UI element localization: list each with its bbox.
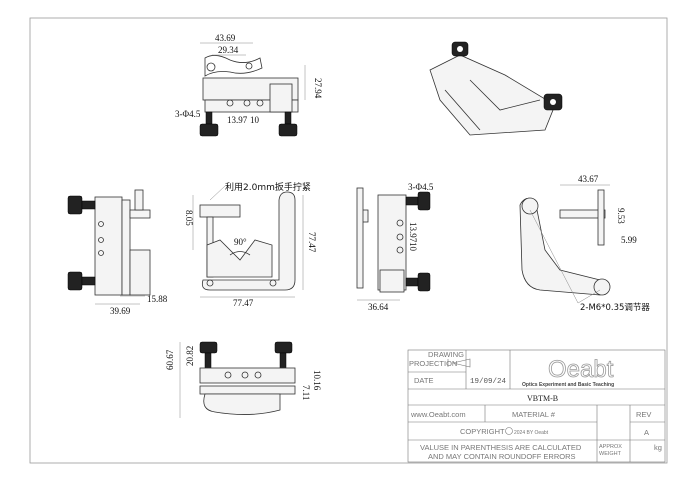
weight-label: WEIGHT — [599, 451, 622, 457]
dim-bottom-gap: 7.11 — [301, 385, 311, 400]
dim-top-width: 43.69 — [215, 33, 236, 43]
company-logo: Oeabt — [548, 356, 614, 383]
dim-bottom-height: 60.67 — [165, 349, 175, 370]
dim-top-height: 27.94 — [313, 78, 323, 99]
back-view: 43.67 9.53 5.99 2-M6*0.35调节器 — [519, 174, 650, 313]
dim-front-height-small: 8.05 — [184, 210, 194, 226]
dim-back-height: 9.53 — [616, 208, 626, 224]
note-line-2: AND MAY CONTAIN ROUNDOFF ERRORS — [428, 452, 576, 461]
dim-front-height: 77.47 — [307, 232, 317, 253]
left-view: 15.88 39.69 — [67, 189, 168, 316]
dim-left-depth: 15.88 — [147, 294, 168, 304]
bottom-view: 60.67 20.82 10.16 7.11 — [165, 341, 322, 418]
date-value: 19/09/24 — [470, 378, 507, 386]
dim-back-width: 43.67 — [578, 174, 599, 184]
dim-top-holes: 3-Φ4.5 — [175, 109, 201, 119]
part-name: VBTM-B — [527, 394, 558, 403]
back-note: 2-M6*0.35调节器 — [580, 303, 650, 313]
dim-front-angle: 90° — [234, 237, 247, 247]
dim-left-width: 39.69 — [110, 306, 131, 316]
dim-right-spacing: 10 — [408, 242, 418, 252]
dim-front-width: 77.47 — [233, 298, 254, 308]
front-note: 利用2.0mm扳手拧紧 — [225, 181, 311, 193]
dim-bottom-plate: 10.16 — [312, 370, 322, 391]
isometric-view — [429, 41, 563, 136]
projection-label: PROJECTION — [409, 359, 457, 368]
dim-bottom-knob: 20.82 — [185, 346, 195, 366]
logo-subtitle: Optics Experiment and Basic Teaching — [522, 382, 614, 388]
dim-right-width: 36.64 — [368, 302, 389, 312]
title-block — [407, 349, 666, 463]
dim-top-spacing: 10 — [250, 115, 260, 125]
weight-unit: kg — [654, 443, 662, 452]
note-line-1: VALUSE IN PARENTHESIS ARE CALCULATED — [420, 443, 582, 452]
material-label: MATERIAL # — [512, 410, 556, 419]
right-view: 3-Φ4.5 13.97 10 36.64 — [356, 182, 434, 312]
title-block-text: DRAWING PROJECTION DATE 19/09/24 Oeabt O… — [409, 350, 662, 461]
dim-right-pitch: 13.97 — [408, 222, 418, 243]
drawing-label: DRAWING — [428, 350, 464, 359]
rev-value: A — [644, 428, 649, 437]
approx-label: APPROX — [599, 444, 622, 450]
website: www.Oeabt.com — [410, 410, 466, 419]
dim-top-pitch: 13.97 — [227, 115, 248, 125]
dim-right-holes: 3-Φ4.5 — [408, 182, 434, 192]
front-view: 利用2.0mm扳手拧紧 8.05 77.47 77.47 90° — [184, 181, 317, 308]
dim-top-hole-span: 29.34 — [218, 45, 239, 55]
copyright-icon — [505, 427, 513, 435]
rev-label: REV — [636, 410, 651, 419]
copyright: COPYRIGHT — [460, 427, 505, 436]
dim-back-offset: 5.99 — [621, 235, 637, 245]
drawing-border — [29, 17, 668, 464]
date-label: DATE — [414, 376, 433, 385]
copyright-year: 2024 BY Oeabt — [514, 430, 549, 436]
top-view: 43.69 29.34 27.94 3-Φ4.5 13.97 10 — [175, 33, 323, 137]
